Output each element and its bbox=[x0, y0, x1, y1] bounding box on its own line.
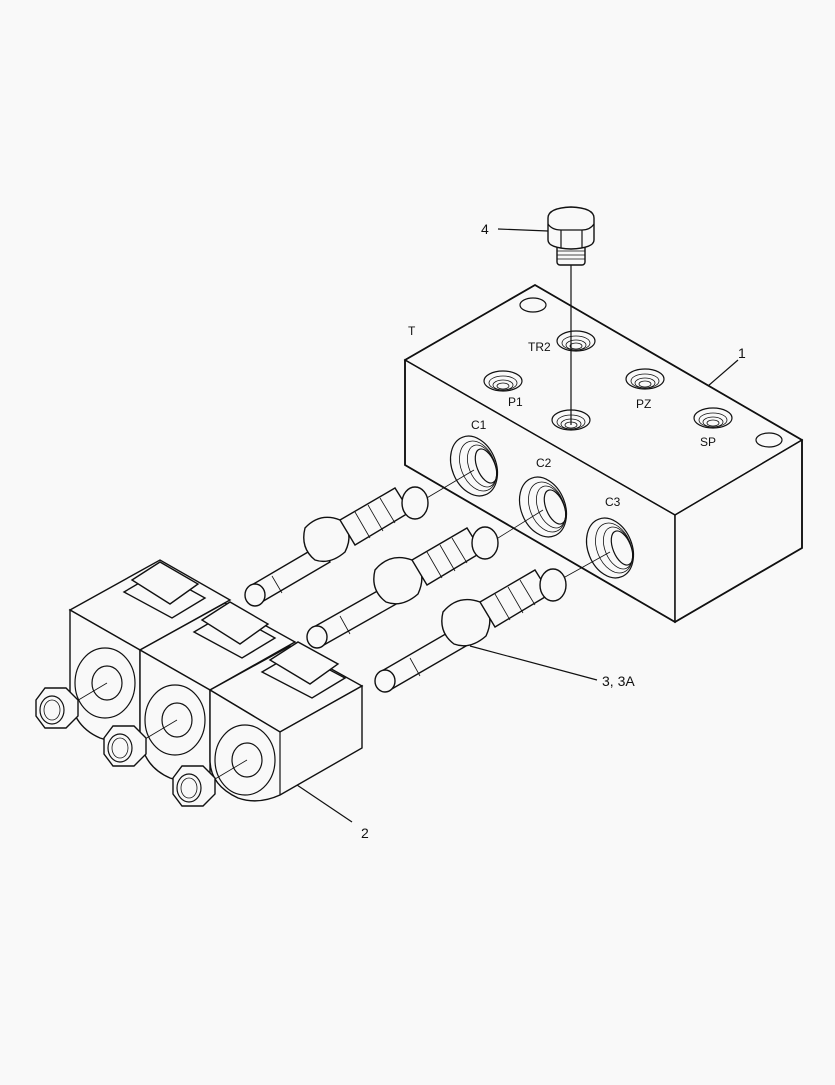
solenoid-coil-1 bbox=[68, 559, 232, 742]
port-label-sp: SP bbox=[700, 435, 716, 449]
port-c1-hole bbox=[449, 435, 499, 497]
port-c2-hole bbox=[518, 476, 568, 538]
cartridge-valve-3 bbox=[374, 551, 611, 693]
nut-3 bbox=[172, 759, 248, 807]
port-label-p1: P1 bbox=[508, 395, 523, 409]
nut-2 bbox=[103, 719, 178, 767]
mounting-hole bbox=[519, 297, 547, 313]
port-label-t: T bbox=[408, 324, 416, 338]
port-label-c3: C3 bbox=[605, 495, 621, 509]
mounting-hole bbox=[755, 432, 783, 448]
port-label-pz: PZ bbox=[636, 397, 651, 411]
callout-2: 2 bbox=[361, 825, 369, 841]
port-label-c2: C2 bbox=[536, 456, 552, 470]
callout-3-3a: 3, 3A bbox=[602, 673, 635, 689]
cartridge-valve-1 bbox=[244, 469, 475, 607]
port-tr2-hole bbox=[556, 330, 596, 352]
solenoid-coil-3 bbox=[208, 641, 364, 823]
nut-1 bbox=[35, 682, 108, 729]
port-sp-hole bbox=[693, 407, 733, 429]
callout-1: 1 bbox=[738, 345, 746, 361]
cartridge-valve-2 bbox=[306, 509, 544, 649]
port-pz-hole bbox=[625, 368, 665, 390]
port-label-tr2: TR2 bbox=[528, 340, 551, 354]
port-label-c1: C1 bbox=[471, 418, 487, 432]
port-p1-hole bbox=[483, 370, 523, 392]
plug bbox=[497, 206, 595, 425]
port-c3-hole bbox=[585, 517, 635, 579]
callout-4: 4 bbox=[481, 221, 489, 237]
manifold-block bbox=[403, 283, 804, 624]
solenoid-coil-2 bbox=[138, 601, 297, 782]
